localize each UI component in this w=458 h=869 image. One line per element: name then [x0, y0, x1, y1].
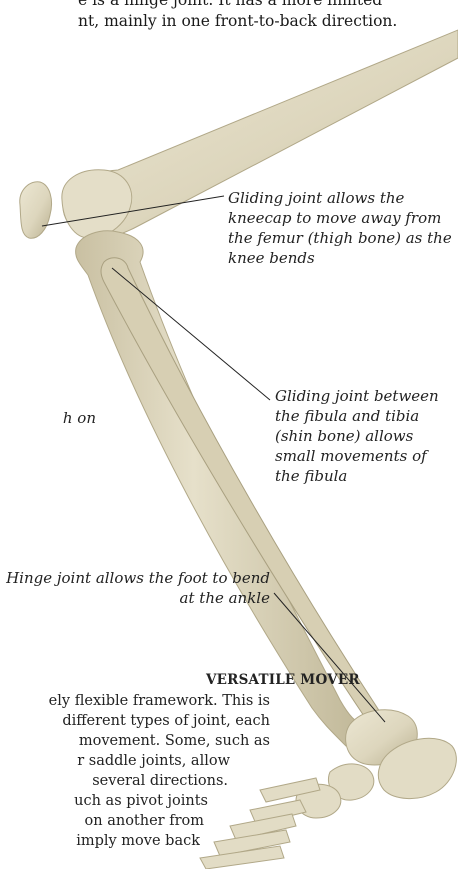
versatile-mover-heading: VERSATILE MOVER — [206, 672, 360, 688]
body-line-6: uch as pivot joints — [74, 791, 208, 811]
fibula-bone — [101, 258, 380, 722]
body-line-2: different types of joint, each — [62, 711, 270, 731]
body-line-1: ely flexible framework. This is — [49, 691, 270, 711]
fibula-joint-caption: Gliding joint between the fibula and tib… — [275, 386, 450, 486]
body-line-4: r saddle joints, allow — [77, 751, 230, 771]
kneecap-joint-caption: Gliding joint allows the kneecap to move… — [228, 188, 453, 268]
body-line-7: on another from — [85, 811, 204, 831]
body-line-3: movement. Some, such as — [79, 731, 270, 751]
kneecap-bone — [20, 182, 52, 239]
cropped-caption-fragment: h on — [56, 408, 96, 428]
body-line-8: imply move back — [76, 831, 200, 851]
ankle-joint-caption: Hinge joint allows the foot to bend at t… — [0, 568, 270, 608]
body-line-5: several directions. — [92, 771, 228, 791]
